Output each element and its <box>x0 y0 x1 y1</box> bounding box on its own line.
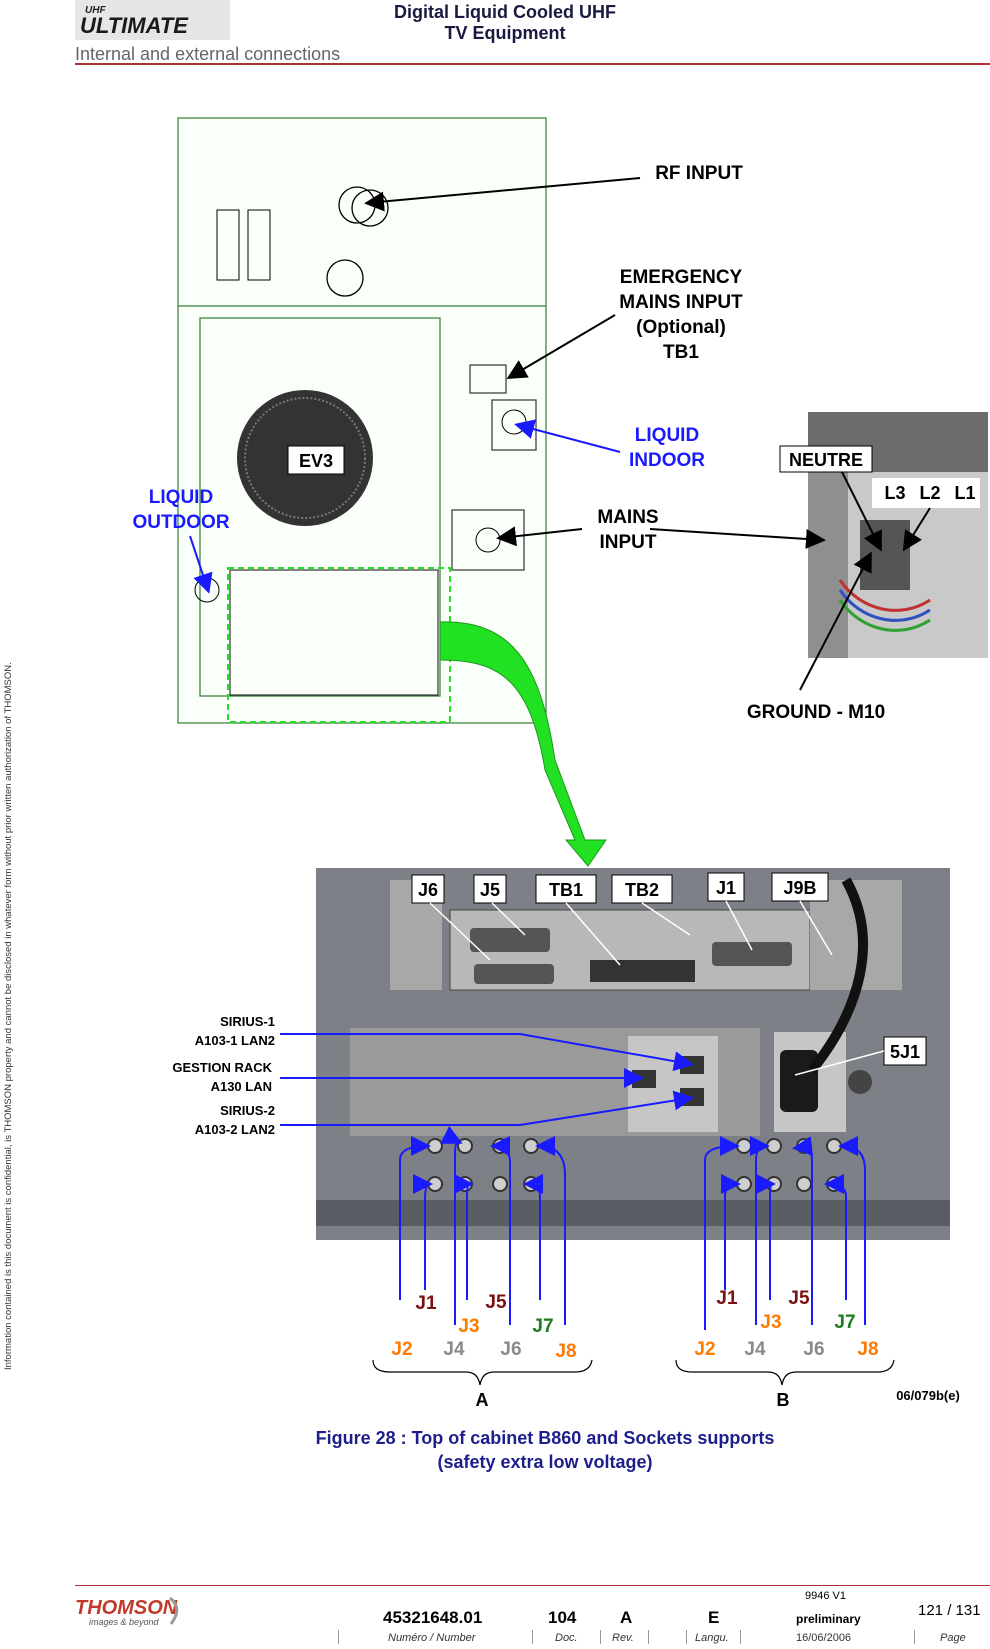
label-j1: J1 <box>716 878 736 898</box>
svg-text:J8: J8 <box>857 1339 878 1360</box>
svg-text:(Optional): (Optional) <box>636 317 726 338</box>
coax-leader-lines <box>399 1125 866 1330</box>
label-rf-input: RF INPUT <box>655 163 743 184</box>
svg-text:J2: J2 <box>694 1339 715 1360</box>
svg-text:ULTIMATE: ULTIMATE <box>80 13 189 38</box>
label-emergency-mains: EMERGENCY MAINS INPUT (Optional) TB1 <box>619 267 743 363</box>
svg-text:J8: J8 <box>555 1341 576 1362</box>
svg-text:INDOOR: INDOOR <box>629 450 705 471</box>
svg-text:MAINS: MAINS <box>597 507 658 528</box>
figure-caption: Figure 28 : Top of cabinet B860 and Sock… <box>315 1428 775 1472</box>
svg-text:J5: J5 <box>788 1288 810 1309</box>
page-label: Page <box>940 1632 966 1644</box>
version: 9946 V1 <box>805 1590 846 1602</box>
doc-number: 45321648.01 <box>383 1608 483 1627</box>
group-b-labels: J1 J5 J3 J7 J2 J4 J6 J8 <box>694 1288 878 1360</box>
svg-text:LIQUID: LIQUID <box>635 425 699 446</box>
svg-text:images & beyond: images & beyond <box>89 1617 160 1627</box>
svg-text:TB1: TB1 <box>663 342 699 363</box>
label-liquid-outdoor: LIQUID OUTDOOR <box>132 487 229 533</box>
page-number: 121 / 131 <box>918 1602 981 1619</box>
label-l2: L2 <box>919 483 940 503</box>
label-tb1: TB1 <box>549 880 583 900</box>
label-group-a: A <box>476 1390 489 1410</box>
svg-text:J1: J1 <box>415 1293 437 1314</box>
figure-reference: 06/079b(e) <box>896 1388 960 1403</box>
label-5j1: 5J1 <box>890 1042 920 1062</box>
thomson-logo: THOMSON images & beyond <box>75 1594 195 1630</box>
svg-text:MAINS INPUT: MAINS INPUT <box>619 292 743 313</box>
brace-a <box>372 1359 593 1386</box>
section-subtitle: Internal and external connections <box>75 44 341 64</box>
label-ground: GROUND - M10 <box>747 702 885 723</box>
svg-text:J1: J1 <box>716 1288 738 1309</box>
zoom-arrow <box>439 621 607 867</box>
svg-text:J7: J7 <box>834 1312 855 1333</box>
svg-text:UHF: UHF <box>85 5 106 16</box>
group-a-labels: J1 J5 J3 J7 J2 J4 J6 J8 <box>391 1292 576 1362</box>
mains-terminal-photo <box>808 412 988 658</box>
svg-text:J4: J4 <box>443 1339 465 1360</box>
footer-date: 16/06/2006 <box>796 1632 852 1644</box>
label-l3: L3 <box>884 483 905 503</box>
footer-rule <box>75 1585 990 1586</box>
svg-text:J3: J3 <box>458 1316 479 1337</box>
cabinet-figure: EV3 NEUTRE L3 L2 L1 RF INPUT EMERGENCY M… <box>132 117 988 1410</box>
brace-b <box>675 1359 895 1386</box>
document-title: Digital Liquid Cooled UHF TV Equipment <box>394 2 616 43</box>
label-ev3: EV3 <box>299 451 333 471</box>
revision: A <box>620 1608 633 1627</box>
svg-text:LIQUID: LIQUID <box>149 487 213 508</box>
label-j5: J5 <box>480 880 500 900</box>
svg-text:J2: J2 <box>391 1339 412 1360</box>
doc-code: 104 <box>548 1608 577 1627</box>
svg-text:A103-1 LAN2: A103-1 LAN2 <box>195 1033 275 1048</box>
svg-text:A130 LAN: A130 LAN <box>211 1079 272 1094</box>
header-rule <box>75 63 990 65</box>
label-tb2: TB2 <box>625 880 659 900</box>
label-j9b: J9B <box>783 878 816 898</box>
number-label: Numéro / Number <box>388 1632 476 1644</box>
svg-text:EMERGENCY: EMERGENCY <box>620 267 743 288</box>
rev-label: Rev. <box>612 1632 634 1644</box>
svg-text:A103-2 LAN2: A103-2 LAN2 <box>195 1122 275 1137</box>
label-neutre: NEUTRE <box>789 450 863 470</box>
label-j6: J6 <box>418 880 438 900</box>
label-gestion-rack: GESTION RACK <box>172 1060 272 1075</box>
status: preliminary <box>796 1612 861 1626</box>
label-mains-input: MAINS INPUT <box>597 507 658 553</box>
svg-text:THOMSON: THOMSON <box>75 1597 178 1619</box>
svg-text:J7: J7 <box>532 1316 553 1337</box>
ultimate-logo: UHF ULTIMATE <box>75 0 230 40</box>
doc-label: Doc. <box>555 1632 578 1644</box>
svg-text:J3: J3 <box>760 1312 781 1333</box>
label-group-b: B <box>777 1390 790 1410</box>
language: E <box>708 1608 720 1627</box>
svg-text:OUTDOOR: OUTDOOR <box>132 512 229 533</box>
svg-text:INPUT: INPUT <box>600 532 657 553</box>
svg-text:J6: J6 <box>500 1339 521 1360</box>
label-l1: L1 <box>954 483 975 503</box>
label-liquid-indoor: LIQUID INDOOR <box>629 425 705 471</box>
lang-label: Langu. <box>695 1632 729 1644</box>
svg-text:J6: J6 <box>803 1339 824 1360</box>
svg-text:J5: J5 <box>485 1292 507 1313</box>
label-sirius2: SIRIUS-2 <box>220 1103 275 1118</box>
label-sirius1: SIRIUS-1 <box>220 1014 275 1029</box>
svg-text:J4: J4 <box>744 1339 766 1360</box>
